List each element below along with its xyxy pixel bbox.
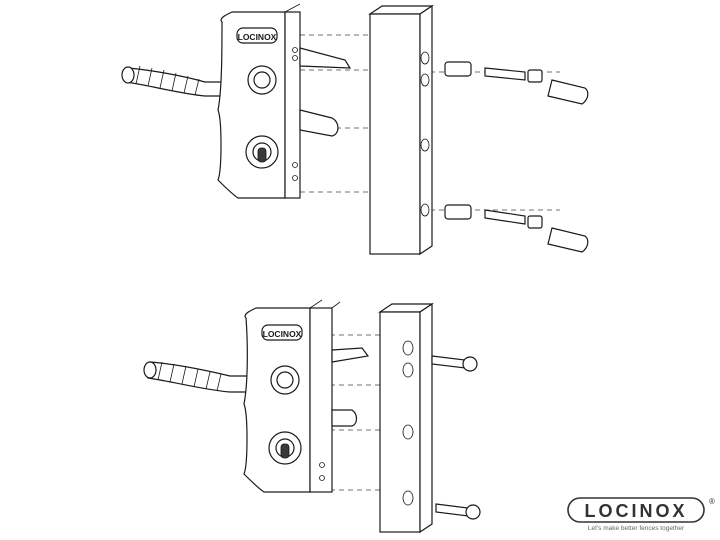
- bottom-screw-lower: [435, 503, 481, 520]
- bottom-plate-label: LOCINOX: [263, 329, 302, 339]
- top-latch-bolts: [299, 47, 352, 137]
- top-plate-label: LOCINOX: [238, 32, 277, 42]
- registered-mark: ®: [709, 497, 715, 506]
- bottom-screw-upper: [431, 355, 478, 372]
- top-post: [368, 4, 434, 256]
- bottom-assembly: LOCINOX: [143, 299, 481, 534]
- top-lock-plate: LOCINOX: [217, 3, 301, 199]
- brand-name: LOCINOX: [584, 501, 687, 521]
- bottom-post: [378, 302, 434, 534]
- brand-logo: LOCINOX ® Let's make better fences toget…: [567, 497, 715, 532]
- brand-tagline: Let's make better fences together: [588, 525, 685, 532]
- top-assembly: LOCINOX: [121, 3, 589, 256]
- bottom-lock-plate: LOCINOX: [243, 299, 341, 493]
- top-fixing-set-upper: [444, 61, 589, 105]
- top-fixing-set-lower: [444, 204, 589, 253]
- bottom-latch-bolts: [331, 347, 370, 427]
